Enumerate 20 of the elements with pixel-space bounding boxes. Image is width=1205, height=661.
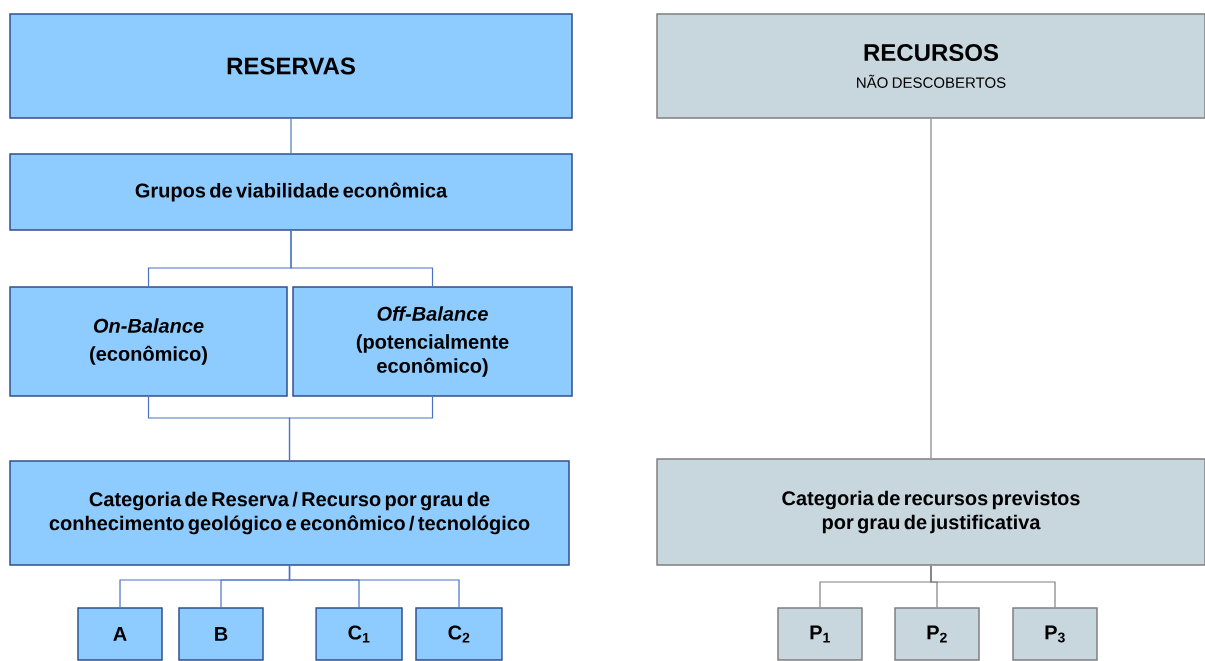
process-box: Categoria de Reserva / Recurso por grau de conhecimento geológico e econômico / tecnológico bbox=[9, 460, 570, 566]
process-box: Off-Balance (potencialmente econômico) bbox=[292, 286, 573, 397]
connector-line bbox=[290, 230, 434, 287]
process-box: P$_{2}$ bbox=[894, 607, 980, 661]
connector-line bbox=[930, 118, 932, 459]
process-box: P$_{3}$ bbox=[1012, 607, 1098, 661]
process-box: B bbox=[178, 607, 264, 661]
connector-line bbox=[930, 565, 1056, 608]
connector-line bbox=[290, 118, 292, 154]
process-box: Grupos de viabilidade econômica bbox=[9, 153, 573, 231]
process-box: On-Balance (econômico) bbox=[9, 286, 288, 397]
connector-line bbox=[288, 396, 434, 461]
process-box: RESERVAS bbox=[9, 13, 573, 119]
connector-line bbox=[288, 565, 460, 608]
process-box: C$_{2}$ bbox=[415, 607, 503, 661]
process-box: P$_{1}$ bbox=[777, 607, 863, 661]
process-box: Categoria de recursos previstos por grau de justificativa bbox=[656, 458, 1205, 566]
process-box: A bbox=[77, 607, 163, 661]
process-box: RECURSOS NÃO DESCOBERTOS bbox=[656, 13, 1205, 119]
process-box: C$_{1}$ bbox=[315, 607, 403, 661]
